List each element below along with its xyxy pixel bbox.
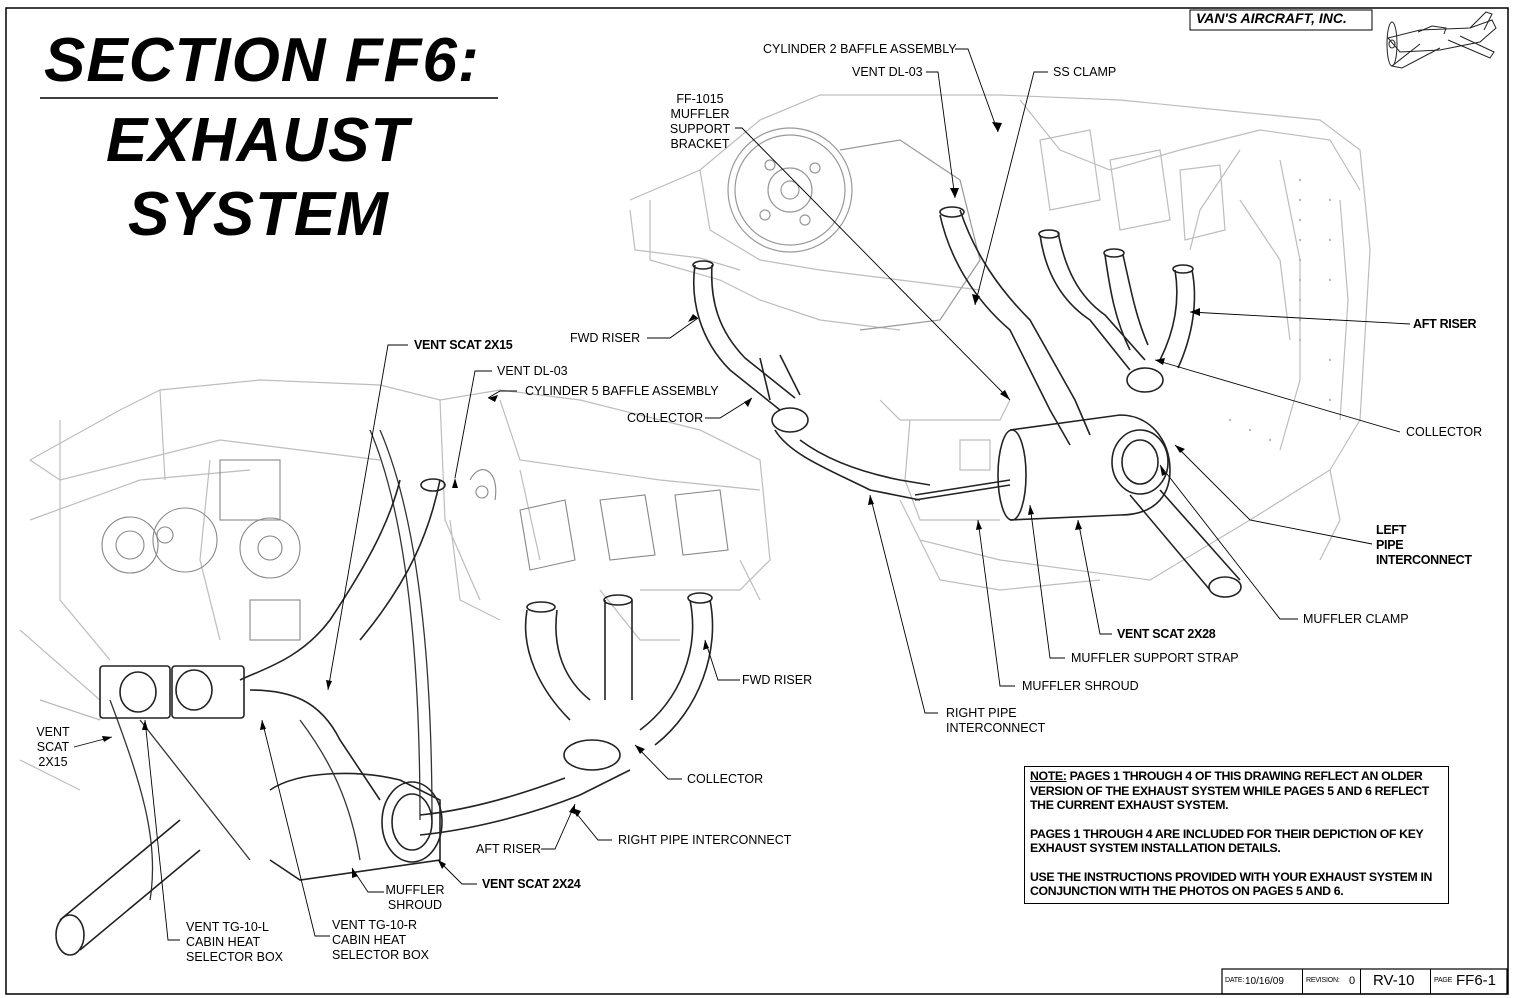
note-heading: NOTE: xyxy=(1030,769,1067,783)
label-aft-riser-top: AFT RISER xyxy=(1413,317,1477,331)
title-block-date: DATE: 10/16/09 xyxy=(1222,969,1302,994)
label-vent-dl03-top: VENT DL-03 xyxy=(852,65,923,79)
label-right-pipe-interconnect-top: RIGHT PIPE INTERCONNECT xyxy=(946,706,1046,735)
lower-frame-tubes xyxy=(109,429,433,901)
note-paragraph-3: USE THE INSTRUCTIONS PROVIDED WITH YOUR … xyxy=(1030,869,1433,899)
note-paragraph-1: NOTE: PAGES 1 THROUGH 4 OF THIS DRAWING … xyxy=(1030,769,1443,813)
label-vent-tg10l: VENT TG-10-L CABIN HEAT SELECTOR BOX xyxy=(186,920,284,964)
date-value: 10/16/09 xyxy=(1245,976,1284,987)
aircraft-icon xyxy=(1386,11,1497,69)
label-muffler-clamp: MUFFLER CLAMP xyxy=(1303,612,1409,626)
label-collector-mid: COLLECTOR xyxy=(627,411,704,425)
company-name: VAN'S AIRCRAFT, INC. xyxy=(1196,10,1347,26)
label-ff1015-bracket: FF-1015 MUFFLER SUPPORT BRACKET xyxy=(669,92,731,151)
title-block-model: RV-10 xyxy=(1360,969,1430,994)
label-vent-scat-2x15-bold: VENT SCAT 2X15 xyxy=(414,338,513,352)
label-collector-right: COLLECTOR xyxy=(1406,425,1483,439)
page-value: FF6-1 xyxy=(1456,972,1497,989)
section-title-line2: EXHAUST xyxy=(106,106,410,175)
label-collector-bottom: COLLECTOR xyxy=(687,772,764,786)
arrowheads xyxy=(102,122,1200,878)
label-left-pipe-interconnect: LEFT PIPE INTERCONNECT xyxy=(1376,523,1472,567)
company-box xyxy=(1189,9,1373,31)
label-ss-clamp: SS CLAMP xyxy=(1053,65,1117,79)
lower-exhaust-pipes xyxy=(55,478,714,956)
label-cylinder-5-baffle: CYLINDER 5 BAFFLE ASSEMBLY xyxy=(525,384,719,398)
label-vent-dl03-mid: VENT DL-03 xyxy=(497,364,568,378)
upper-engine-illustration xyxy=(629,94,1371,591)
label-muffler-shroud-bottom: MUFFLER SHROUD xyxy=(385,883,445,912)
label-vent-scat-2x24: VENT SCAT 2X24 xyxy=(482,877,581,891)
label-vent-scat-2x28: VENT SCAT 2X28 xyxy=(1117,627,1216,641)
sheet-border xyxy=(5,7,1509,995)
revision-label: REVISION: xyxy=(1306,977,1340,984)
leader-lines xyxy=(73,48,1411,941)
note-paragraph-2: PAGES 1 THROUGH 4 ARE INCLUDED FOR THEIR… xyxy=(1030,826,1424,856)
label-vent-tg10r: VENT TG-10-R CABIN HEAT SELECTOR BOX xyxy=(332,918,430,962)
section-title-line1: SECTION FF6: xyxy=(44,26,480,95)
revision-value: 0 xyxy=(1349,975,1356,987)
rivet-dots xyxy=(1228,178,1332,442)
date-label: DATE: xyxy=(1225,977,1245,984)
label-right-pipe-interconnect-bottom: RIGHT PIPE INTERCONNECT xyxy=(618,833,792,847)
label-fwd-riser-top: FWD RISER xyxy=(570,331,641,345)
lower-accessories xyxy=(101,459,729,641)
upper-exhaust-pipes xyxy=(692,206,1242,598)
note-text-1: PAGES 1 THROUGH 4 OF THIS DRAWING REFLEC… xyxy=(1030,769,1429,812)
flywheel-upper xyxy=(727,127,981,331)
title-block-frame xyxy=(1221,968,1508,995)
page-label: PAGE xyxy=(1434,977,1453,984)
label-cylinder-2-baffle: CYLINDER 2 BAFFLE ASSEMBLY xyxy=(763,42,957,56)
section-title-line3: SYSTEM xyxy=(128,180,389,249)
title-block-page: PAGE FF6-1 xyxy=(1430,969,1507,994)
label-fwd-riser-bottom: FWD RISER xyxy=(742,673,813,687)
model-value: RV-10 xyxy=(1373,972,1415,989)
label-aft-riser-bottom: AFT RISER xyxy=(476,842,542,856)
lower-engine-illustration xyxy=(19,379,771,791)
note-box: NOTE: PAGES 1 THROUGH 4 OF THIS DRAWING … xyxy=(1024,766,1449,904)
label-muffler-shroud-top: MUFFLER SHROUD xyxy=(1022,679,1139,693)
label-muffler-support-strap: MUFFLER SUPPORT STRAP xyxy=(1071,651,1239,665)
title-block-revision: REVISION: 0 xyxy=(1302,969,1360,994)
label-vent-scat-2x15-left: VENT SCAT 2X15 xyxy=(36,725,70,769)
